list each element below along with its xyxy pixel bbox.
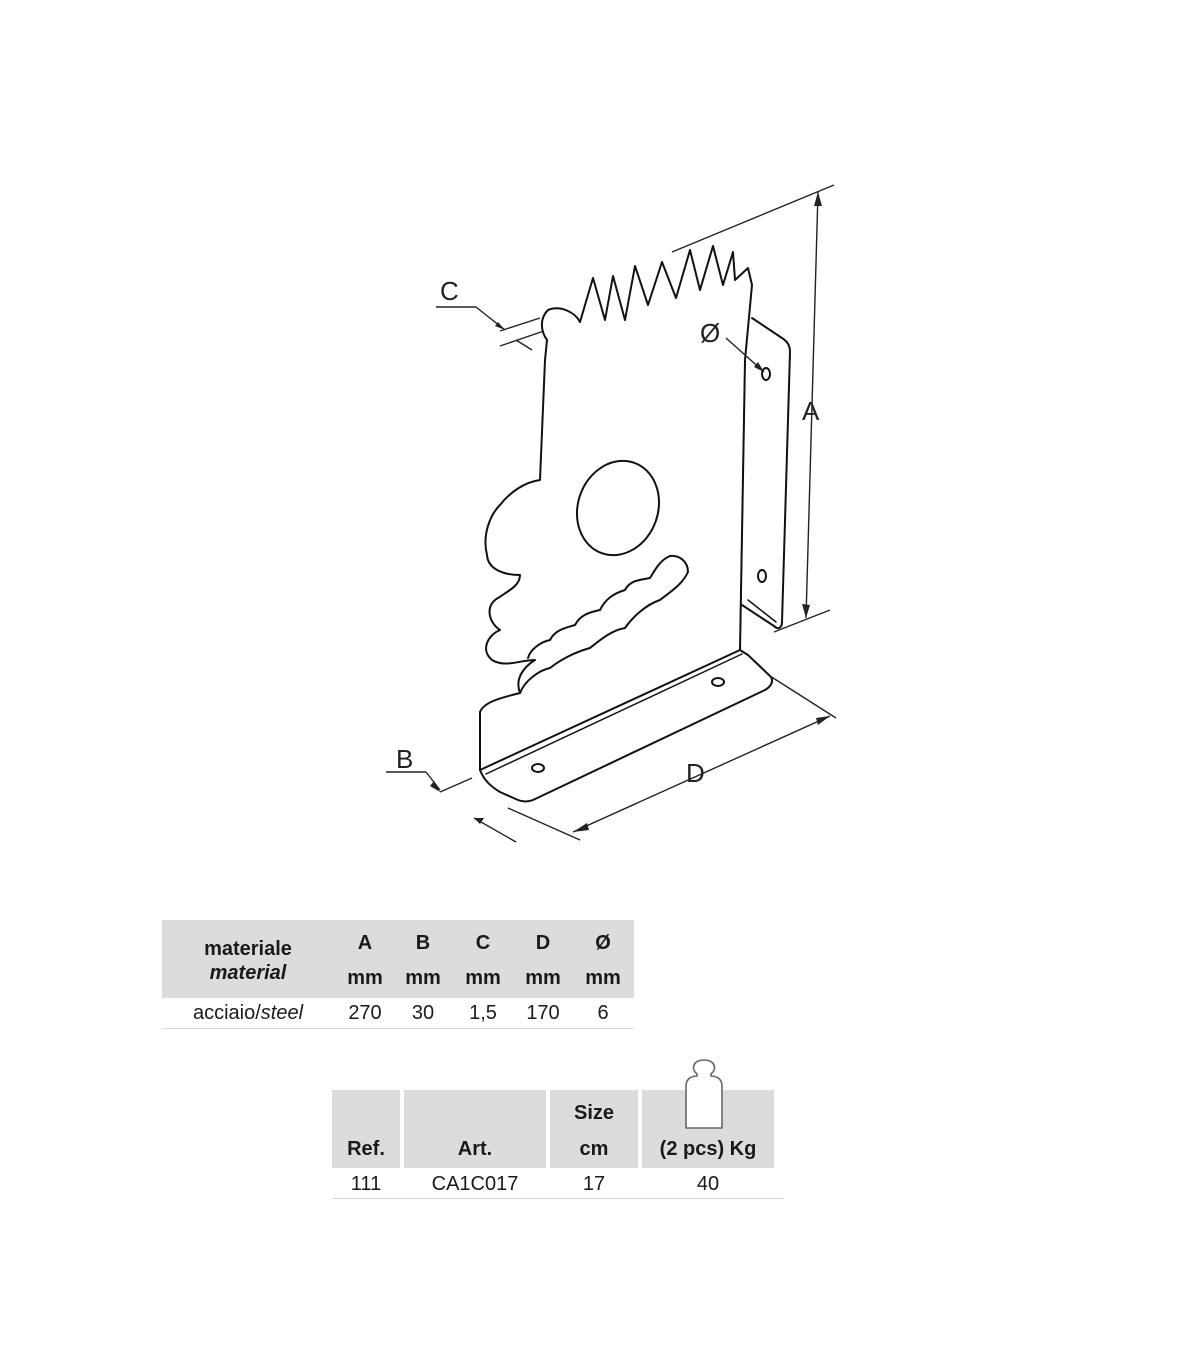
dimension-label-b: B	[396, 744, 413, 774]
material-header-it: materiale	[204, 938, 292, 960]
header-ref: Ref.	[347, 1138, 385, 1160]
value-diameter: 6	[597, 1002, 609, 1024]
value-b: 30	[411, 1002, 435, 1024]
header-weight: (2 pcs) Kg	[659, 1138, 757, 1160]
header-a: A	[357, 932, 373, 954]
unit-d: mm	[525, 967, 561, 989]
dimension-label-diameter: Ø	[700, 318, 720, 348]
spec-table: materiale material A B C D Ø mm mm mm mm…	[162, 920, 634, 1029]
side-flange	[741, 317, 791, 630]
dimension-label-d: D	[686, 758, 705, 788]
table-row: 111 CA1C017 17 40	[332, 1168, 784, 1199]
value-ref: 111	[350, 1173, 382, 1195]
unit-diameter: mm	[585, 967, 621, 989]
material-value-en: steel	[260, 1002, 304, 1024]
ref-table: Ref. Art. Size cm (2 pcs) Kg 111 CA1C017…	[332, 1059, 784, 1199]
value-a: 270	[348, 1002, 382, 1024]
ref-table-header: Ref. Art. Size cm (2 pcs) Kg	[332, 1059, 784, 1168]
bracket-drawing: A B C D Ø	[386, 184, 837, 843]
header-b: B	[415, 932, 431, 954]
value-weight: 40	[696, 1173, 720, 1195]
unit-a: mm	[347, 967, 383, 989]
unit-c: mm	[465, 967, 501, 989]
bottom-flange	[479, 649, 774, 803]
bracket-plate	[479, 245, 753, 771]
header-d: D	[535, 932, 551, 954]
material-value-it: acciaio/	[192, 1002, 261, 1024]
header-size: Size	[573, 1102, 615, 1124]
header-size-unit: cm	[579, 1138, 609, 1160]
dimension-label-c: C	[440, 276, 459, 306]
header-diameter: Ø	[595, 932, 611, 954]
material-header-en: material	[209, 962, 287, 984]
value-c: 1,5	[469, 1002, 497, 1024]
bracket-wave	[519, 554, 689, 694]
table-row: acciaio/steel 270 30 1,5 170 6	[162, 998, 634, 1029]
weight-icon	[685, 1059, 723, 1129]
header-c: C	[475, 932, 491, 954]
large-hole	[575, 459, 661, 557]
unit-b: mm	[405, 967, 441, 989]
material-value: acciaio/steel	[162, 1002, 334, 1025]
value-size: 17	[582, 1173, 606, 1195]
header-art: Art.	[457, 1138, 493, 1160]
dimension-label-a: A	[802, 396, 820, 426]
spec-table-header: materiale material A B C D Ø mm mm mm mm…	[162, 920, 634, 998]
value-d: 170	[526, 1002, 560, 1024]
value-art: CA1C017	[431, 1173, 519, 1195]
